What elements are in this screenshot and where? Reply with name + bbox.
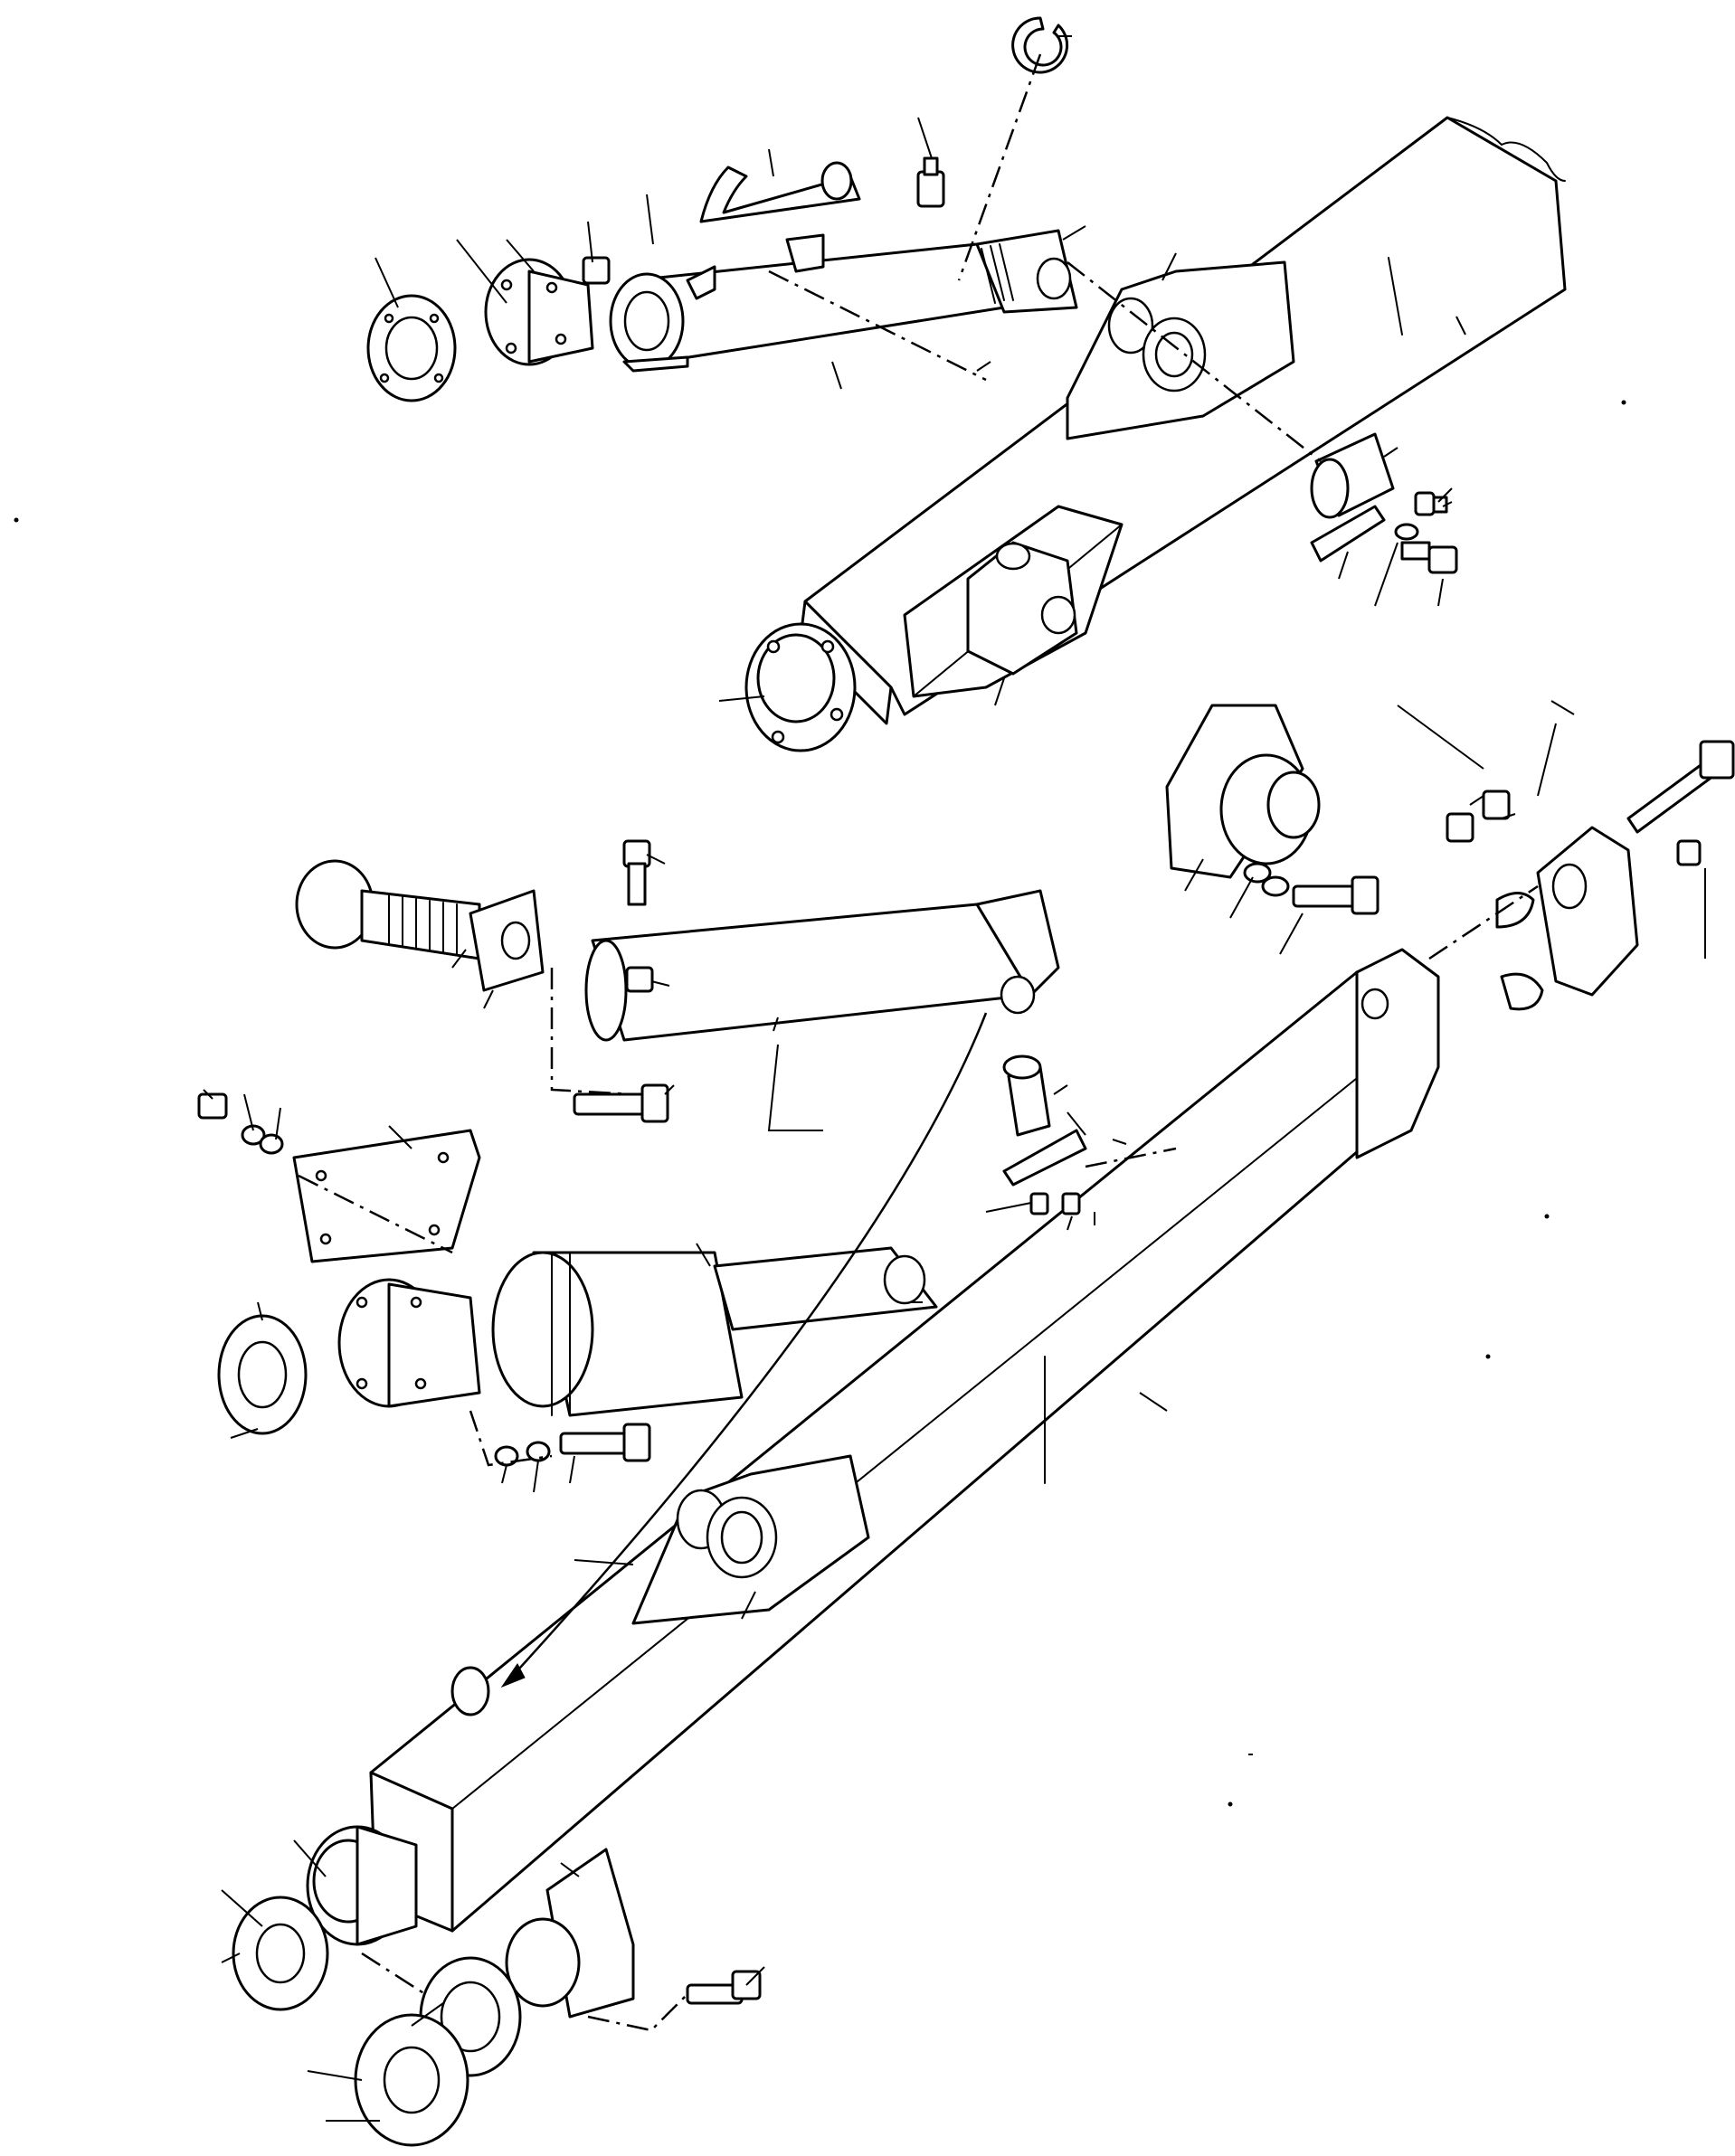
right-clamp-blocks bbox=[1536, 826, 1639, 997]
upper-lock-plate bbox=[1310, 505, 1386, 563]
lower-damper-cylinder bbox=[491, 1246, 938, 1417]
upper-hydraulic-cylinder bbox=[609, 229, 1078, 373]
lower-ball-stud-plate bbox=[469, 889, 545, 992]
upper-grease-fitting bbox=[916, 156, 945, 208]
upper-assembly-line-2 bbox=[768, 270, 987, 382]
lower-damper-fasteners bbox=[494, 1423, 651, 1467]
lower-assembly-line-2 bbox=[298, 1174, 453, 1254]
lower-assembly-line-4 bbox=[1428, 884, 1539, 960]
scan-specks bbox=[14, 400, 1626, 1807]
installation-arrow bbox=[510, 1012, 988, 1678]
lower-beam-end-bracket bbox=[1355, 948, 1440, 1159]
lower-beam-mount-bracket bbox=[631, 1454, 870, 1625]
lower-assembly-line-7 bbox=[587, 1993, 688, 2032]
snap-ring bbox=[1011, 16, 1069, 74]
lower-bracket-fasteners bbox=[197, 1092, 284, 1155]
lower-beam-end-flange bbox=[306, 1666, 490, 1946]
reference-leader-lines bbox=[203, 35, 1706, 2122]
upper-beam-end-flange bbox=[744, 622, 857, 752]
lower-damper-flange bbox=[337, 1278, 481, 1408]
upper-assembly-line-3 bbox=[1067, 261, 1322, 462]
right-cap-assembly bbox=[1165, 704, 1321, 879]
lower-lock-plate bbox=[1002, 1129, 1087, 1187]
lower-ball-joint-plate bbox=[505, 1848, 635, 2019]
lower-gasket-ring bbox=[232, 1896, 329, 2011]
lower-bracket-plate bbox=[292, 1129, 481, 1263]
lower-cylinder-bolt bbox=[573, 1083, 669, 1123]
installation-arrowhead bbox=[500, 1663, 526, 1688]
upper-fitting-plug bbox=[582, 256, 611, 285]
right-cap-fasteners bbox=[1243, 862, 1379, 915]
lower-socket-bolt bbox=[686, 1970, 762, 2005]
lower-assembly-line-3 bbox=[469, 1410, 553, 1467]
upper-bolt bbox=[1400, 541, 1458, 574]
lower-ball-socket-flange bbox=[354, 2013, 469, 2147]
upper-washer bbox=[1394, 523, 1419, 541]
lower-side-nut bbox=[625, 966, 654, 993]
upper-lower-bracket bbox=[966, 541, 1078, 676]
lower-assembly-line-6 bbox=[361, 1952, 426, 1996]
upper-pin-bushing bbox=[1310, 432, 1395, 519]
upper-hydraulic-pipe bbox=[699, 161, 861, 223]
lower-assembly-line-5 bbox=[1085, 1147, 1177, 1168]
upper-nut bbox=[1414, 491, 1448, 516]
upper-assembly-line-1 bbox=[957, 53, 1042, 281]
right-clamp-nuts bbox=[1446, 790, 1702, 866]
lower-damper-gasket bbox=[217, 1314, 308, 1435]
right-shims bbox=[1495, 892, 1544, 1011]
lower-ball-stud bbox=[295, 859, 481, 960]
lower-top-bolt bbox=[622, 839, 651, 906]
lower-grease-fittings bbox=[1029, 1192, 1081, 1215]
lower-hydraulic-cylinder bbox=[584, 889, 1060, 1042]
upper-gasket-ring bbox=[366, 294, 457, 402]
upper-cylinder-flange bbox=[484, 258, 594, 366]
lower-assembly-line-1 bbox=[550, 968, 634, 1096]
right-clamp-bolt bbox=[1626, 740, 1735, 834]
lower-pin-bushing bbox=[1002, 1054, 1051, 1137]
